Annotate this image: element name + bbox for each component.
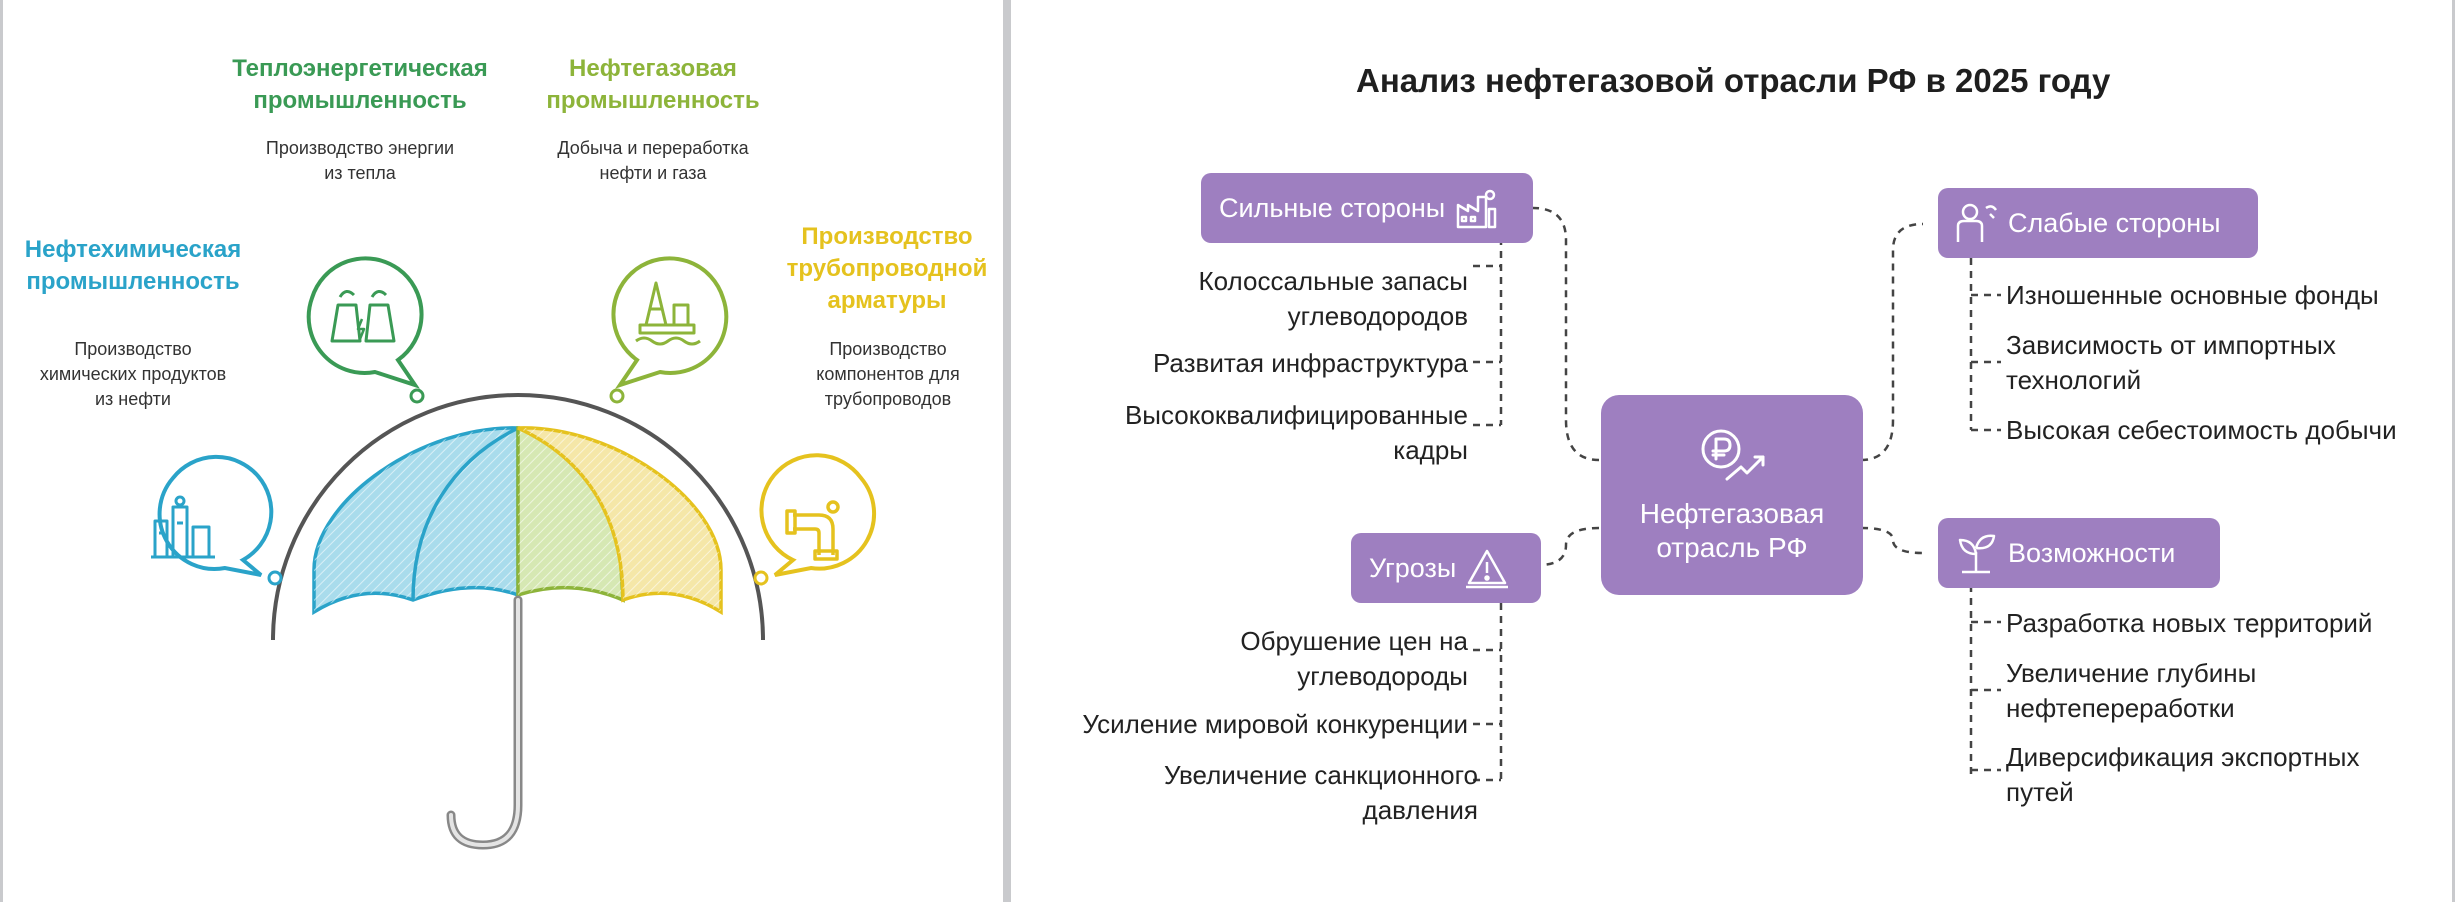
oil-rig-icon [635,281,701,346]
threats-label: Угрозы [1369,552,1457,583]
weaknesses-item-3: Высокая себестоимость добычи [2006,415,2397,445]
refinery-icon [151,495,215,559]
threats-node: Угрозы [1351,533,1541,603]
category-title-thermal-power: Теплоэнергетическая промышленность [232,55,488,114]
factory-icon [1456,189,1497,229]
center-node: Нефтегазовая отрасль РФ [1601,395,1863,595]
strengths-item-3: Высококвалифицированные кадры [1124,400,1468,465]
opportunities-item-3: Диверсификация экспортных путей [2006,742,2360,807]
category-title-oil-gas: Нефтегазовая промышленность [546,55,760,114]
category-title-pipeline-valves: Производство трубопроводной арматуры [786,223,988,314]
strengths-node: Сильные стороны [1201,173,1533,243]
category-desc-petrochemical: Производство химических продуктов из неф… [39,339,227,409]
threats-item-1: Обрушение цен на углеводороды [1240,626,1468,691]
oil-rig-bubble [611,256,729,389]
category-title-petrochemical: Нефтехимическая промышленность [24,236,242,295]
opportunities-node: Возможности [1938,518,2220,588]
connector-lines [1473,206,2001,782]
page-title: Анализ нефтегазовой отрасли РФ в 2025 го… [1356,62,2111,99]
category-desc-oil-gas: Добыча и переработка нефти и газа [557,138,749,183]
opportunities-label: Возможности [2008,537,2176,568]
worried-person-icon [1956,203,1998,242]
category-desc-thermal-power: Производство энергии из тепла [265,138,455,183]
industries-panel: Нефтехимическая промышленность Производс… [3,0,1003,902]
weaknesses-node: Слабые стороны [1938,188,2258,258]
strengths-item-2: Развитая инфраструктура [1152,348,1468,378]
category-desc-pipeline-valves: Производство компонентов для трубопровод… [816,339,960,409]
umbrella-illustration [157,256,877,850]
strengths-item-1: Колоссальные запасы углеводородов [1198,266,1468,331]
threats-item-2: Усиление мировой конкуренции [1082,709,1468,739]
swot-panel: Анализ нефтегазовой отрасли РФ в 2025 го… [1011,0,2452,902]
warning-icon [1466,549,1509,589]
threats-item-3: Увеличение санкционного давления [1163,760,1478,825]
sprout-icon [1958,534,1996,574]
weaknesses-label: Слабые стороны [2008,207,2221,238]
pipe-fitting-icon [785,500,840,561]
strengths-label: Сильные стороны [1219,192,1446,223]
power-plant-icon [330,290,396,343]
opportunities-item-1: Разработка новых территорий [2006,608,2373,638]
weaknesses-item-1: Изношенные основные фонды [2006,280,2379,310]
weaknesses-item-2: Зависимость от импортных технологий [2006,330,2336,395]
power-plant-bubble [306,256,424,389]
center-node-label: Нефтегазовая отрасль РФ [1639,498,1825,563]
opportunities-item-2: Увеличение глубины нефтепереработки [2006,658,2257,723]
ruble-growth-icon [1701,429,1765,481]
